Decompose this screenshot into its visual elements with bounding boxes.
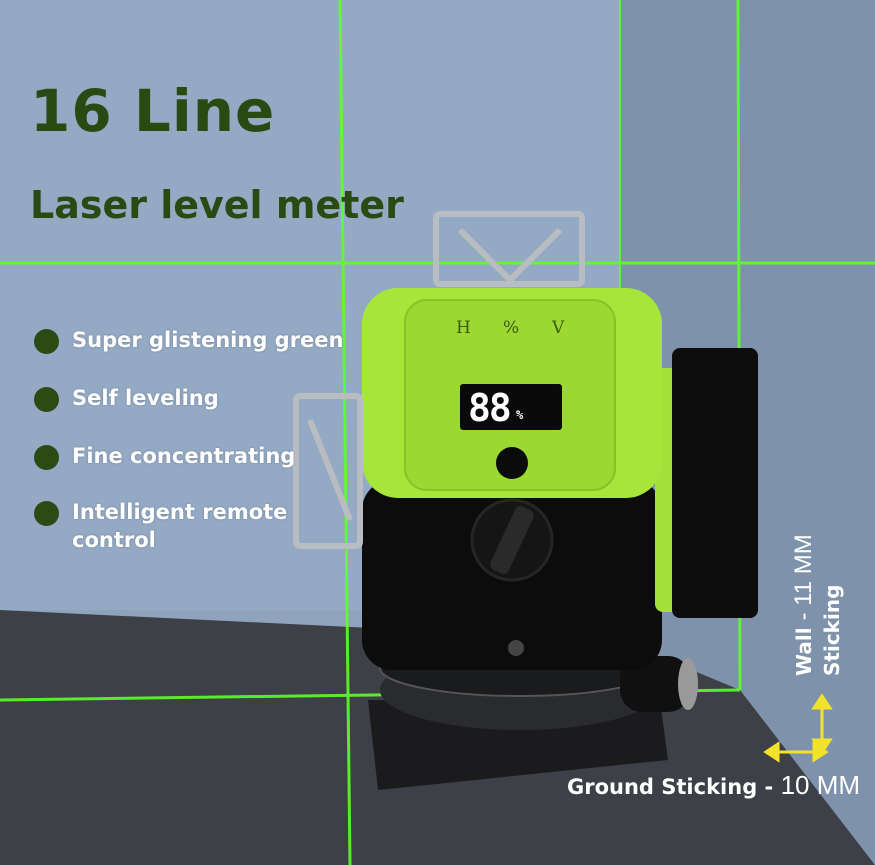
top-frame [433, 211, 585, 287]
battery-pack [655, 348, 758, 618]
wall-sticking-value: - 11 MM [790, 534, 817, 621]
bullet-dot-icon [34, 329, 59, 354]
headline-subtitle: Laser level meter [30, 183, 404, 227]
ground-sticking-label: Ground Sticking - 10 MM [567, 770, 860, 801]
battery-display: 88 % [460, 384, 562, 430]
wall-sticking-line2: Sticking [820, 584, 844, 676]
ground-sticking-value: 10 MM [780, 770, 861, 800]
wall-sticking-label: Wall - 11 MM Sticking [790, 534, 846, 676]
feature-text: Fine concentrating [72, 444, 296, 468]
display-value: 88 [468, 386, 512, 430]
panel-label-h: H [456, 318, 471, 338]
feature-text: Self leveling [72, 386, 219, 410]
panel-label-percent: % [503, 318, 520, 338]
feature-list: Super glistening green Self leveling Fin… [34, 326, 354, 584]
display-unit: % [516, 408, 524, 422]
wall-sticking-line1: Wall [792, 627, 816, 676]
feature-item: Self leveling [34, 384, 354, 412]
feature-item: Intelligent remote control [34, 498, 354, 554]
feature-item: Fine concentrating [34, 442, 354, 470]
bullet-dot-icon [34, 445, 59, 470]
measure-arrows [763, 693, 833, 763]
bullet-dot-icon [34, 387, 59, 412]
feature-text-continued: control [72, 528, 156, 552]
ground-sticking-text: Ground Sticking - [567, 775, 774, 799]
bullet-dot-icon [34, 501, 59, 526]
feature-text: Intelligent remote [72, 500, 288, 524]
lower-body [362, 480, 662, 670]
headline-title: 16 Line [30, 77, 276, 145]
panel-label-v: V [552, 318, 565, 338]
feature-item: Super glistening green [34, 326, 354, 354]
feature-text: Super glistening green [72, 328, 344, 352]
side-frame [293, 393, 363, 549]
